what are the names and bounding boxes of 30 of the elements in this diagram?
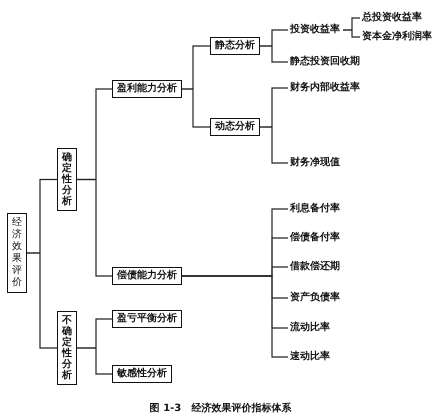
indicator-label: 总投资收益率 xyxy=(362,12,422,24)
indicator-label: 静态投资回收期 xyxy=(290,56,360,68)
connector-line xyxy=(77,347,112,375)
indicator-label: 资本金净利润率 xyxy=(362,31,432,43)
connector-line xyxy=(260,45,288,63)
category-box: 盈利能力分析 xyxy=(112,80,182,98)
indicator-label: 速动比率 xyxy=(290,351,330,363)
category-box: 敏感性分析 xyxy=(112,365,172,383)
indicator-label: 资产负债率 xyxy=(290,292,340,304)
connector-line xyxy=(182,275,288,358)
category-box: 不确定性分析 xyxy=(57,311,77,385)
figure-caption: 图 1-3 经济效果评价指标体系 xyxy=(148,401,292,415)
indicator-label: 偿债备付率 xyxy=(290,232,340,244)
category-box: 确定性分析 xyxy=(57,148,77,211)
connector-line xyxy=(182,88,210,128)
connector-line xyxy=(260,126,288,164)
connector-line xyxy=(343,29,360,38)
connector-line xyxy=(77,178,112,277)
indicator-label: 财务净现值 xyxy=(290,157,340,169)
category-box: 静态分析 xyxy=(210,37,260,55)
indicator-label: 财务内部收益率 xyxy=(290,82,360,94)
category-box: 经济效果评价 xyxy=(7,213,27,293)
indicator-label: 投资收益率 xyxy=(290,24,340,36)
category-box: 盈亏平衡分析 xyxy=(112,310,182,328)
indicator-label: 流动比率 xyxy=(290,322,330,334)
indicator-label: 借款偿还期 xyxy=(290,261,340,273)
category-box: 偿债能力分析 xyxy=(112,267,182,285)
category-box: 动态分析 xyxy=(210,118,260,136)
indicator-label: 利息备付率 xyxy=(290,203,340,215)
connector-line xyxy=(27,252,57,349)
